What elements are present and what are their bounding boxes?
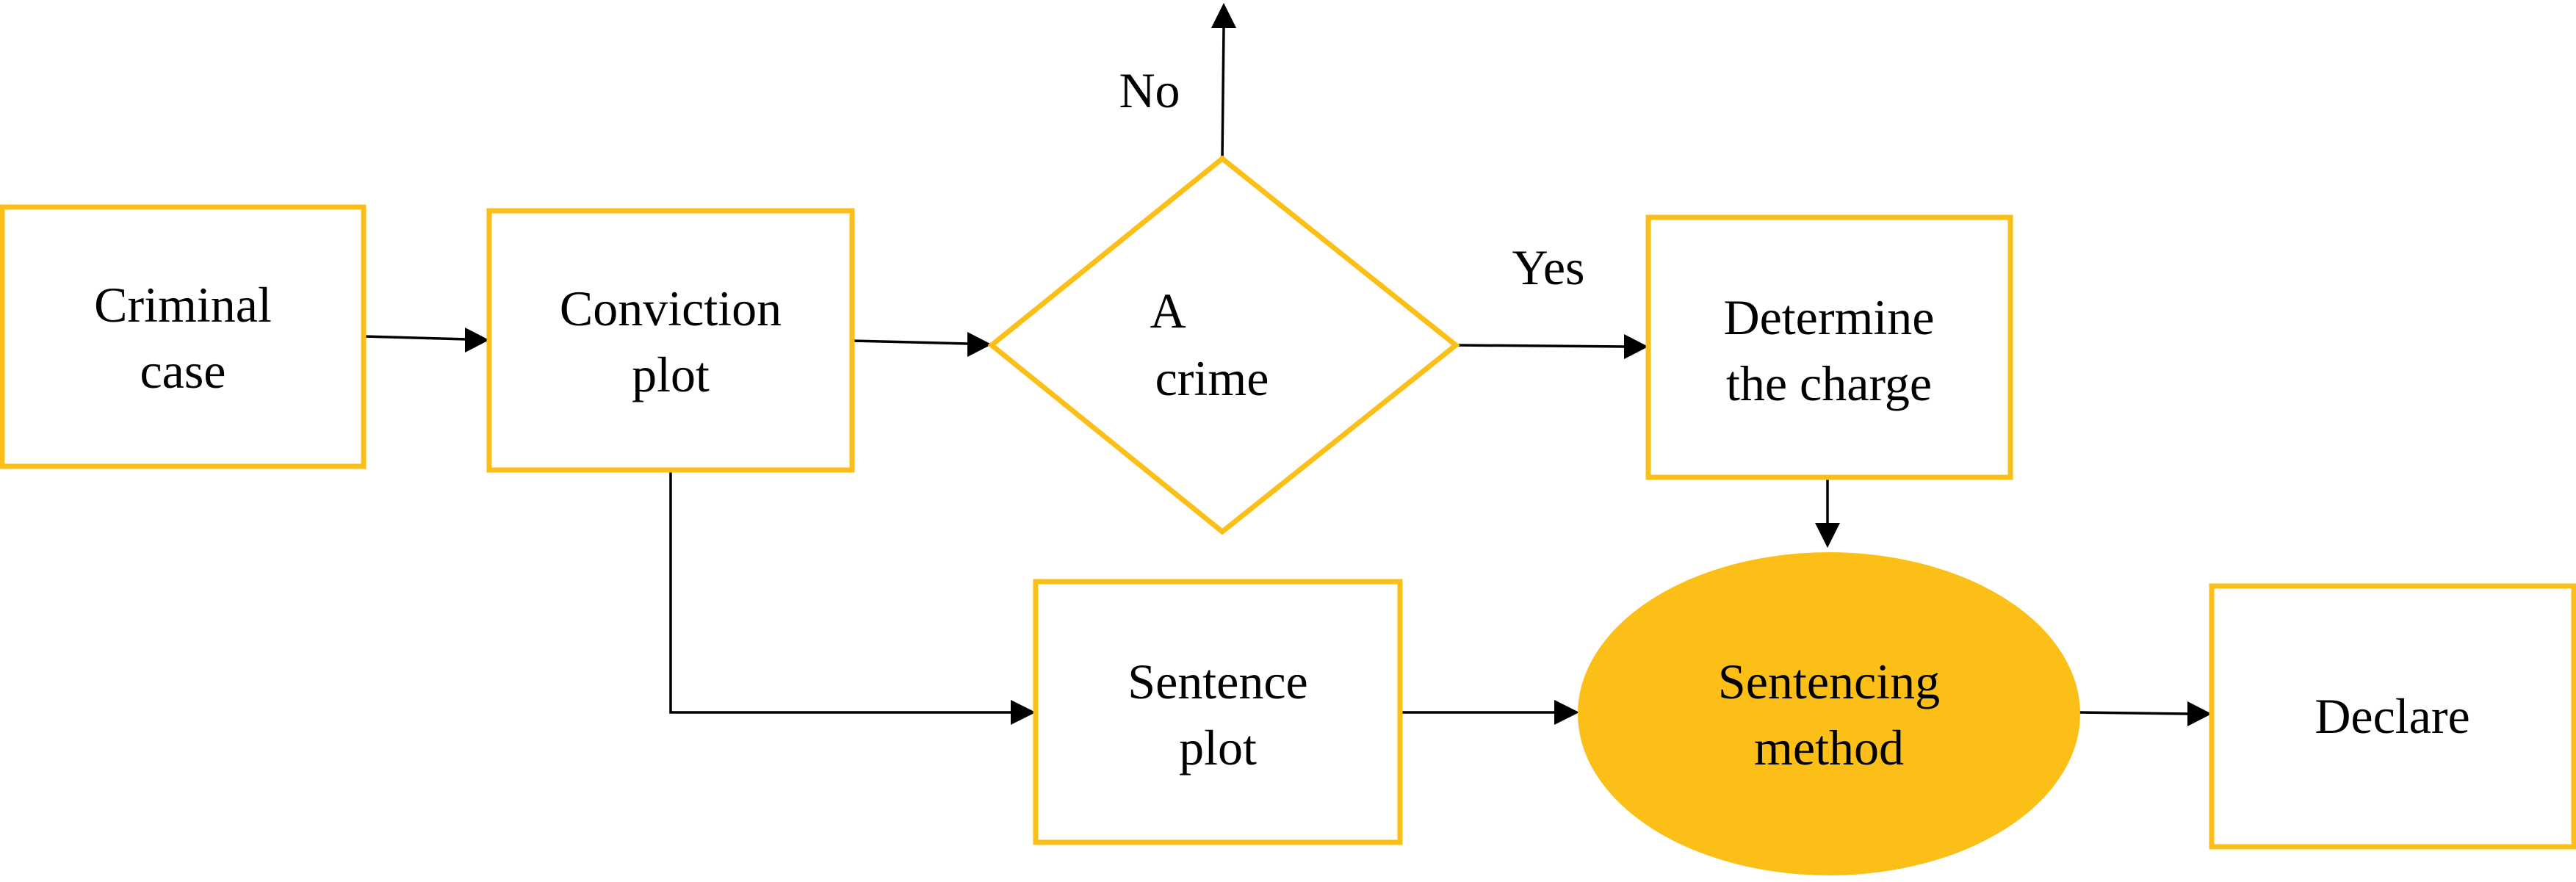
node-sentence-plot: Sentence plot [1033,579,1403,845]
node-sentence-plot-line2: plot [1179,720,1257,776]
node-conviction-plot-line1: Conviction [560,281,782,336]
node-sentencing-method-line2: method [1754,720,1904,776]
edge-sentence-plot-to-sentencing-method [1400,700,1579,725]
node-declare: Declare [2209,583,2576,850]
node-criminal-case-line2: case [140,343,226,399]
node-criminal-case: Criminal case [0,204,367,469]
node-a-crime: A crime [987,155,1460,535]
edge-a-crime-no-up [1211,3,1236,159]
node-declare-line1: Declare [2315,688,2469,744]
node-conviction-plot-line2: plot [632,347,710,402]
node-criminal-case-line1: Criminal [94,277,272,333]
node-a-crime-line1: A [1150,283,1186,339]
edge-label-yes: Yes [1512,239,1585,295]
node-a-crime-line2: crime [1155,350,1269,406]
edge-conviction-plot-to-a-crime [851,332,992,357]
edges [363,3,2212,726]
edge-label-no: No [1119,62,1180,118]
node-determine-the-charge: Determine the charge [1645,214,2013,480]
node-conviction-plot: Conviction plot [486,208,855,473]
edge-determine-charge-to-sentencing-method [1815,477,1840,548]
node-determine-the-charge-line2: the charge [1726,355,1932,411]
edge-sentencing-method-to-declare [2078,701,2212,726]
node-sentence-plot-line1: Sentence [1128,654,1307,709]
edge-a-crime-yes-to-determine-charge [1455,334,1648,359]
node-sentencing-method: Sentencing method [1578,552,2080,875]
node-determine-the-charge-line1: Determine [1724,289,1935,345]
edge-criminal-case-to-conviction-plot [363,328,489,353]
edge-conviction-plot-to-sentence-plot [669,470,1036,725]
node-sentencing-method-shape [1578,552,2080,875]
node-sentencing-method-line1: Sentencing [1718,654,1940,709]
